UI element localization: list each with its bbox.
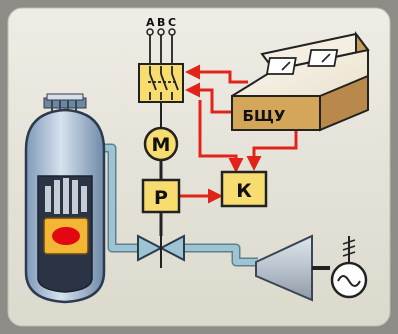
regulator: Р	[141, 178, 181, 214]
gauge-icon	[307, 49, 339, 67]
reactor-core-hotspot	[52, 227, 80, 245]
regulator-label: Р	[154, 187, 168, 209]
contactor: К	[220, 170, 268, 208]
motor-label: М	[152, 134, 171, 156]
signal-lines	[178, 64, 298, 204]
motor: М	[143, 126, 179, 162]
control-panel-label: БЩУ	[243, 107, 286, 125]
phase-b-label: B	[157, 16, 165, 29]
ground-icon	[342, 239, 356, 257]
valve-icon	[137, 234, 185, 268]
reactor	[24, 93, 106, 304]
switch-icon	[148, 66, 179, 100]
gauge-icon	[265, 57, 297, 75]
control-console: БЩУ	[231, 31, 370, 132]
generator	[330, 236, 368, 299]
power-bus: A B C	[146, 16, 176, 66]
circuit-breaker	[138, 63, 184, 103]
generator-sine-icon	[337, 275, 361, 287]
phase-c-label: C	[168, 16, 176, 29]
turbine	[255, 234, 330, 302]
contactor-label: К	[236, 180, 252, 202]
phase-a-label: A	[146, 16, 155, 29]
fuel-assemblies	[45, 178, 87, 214]
